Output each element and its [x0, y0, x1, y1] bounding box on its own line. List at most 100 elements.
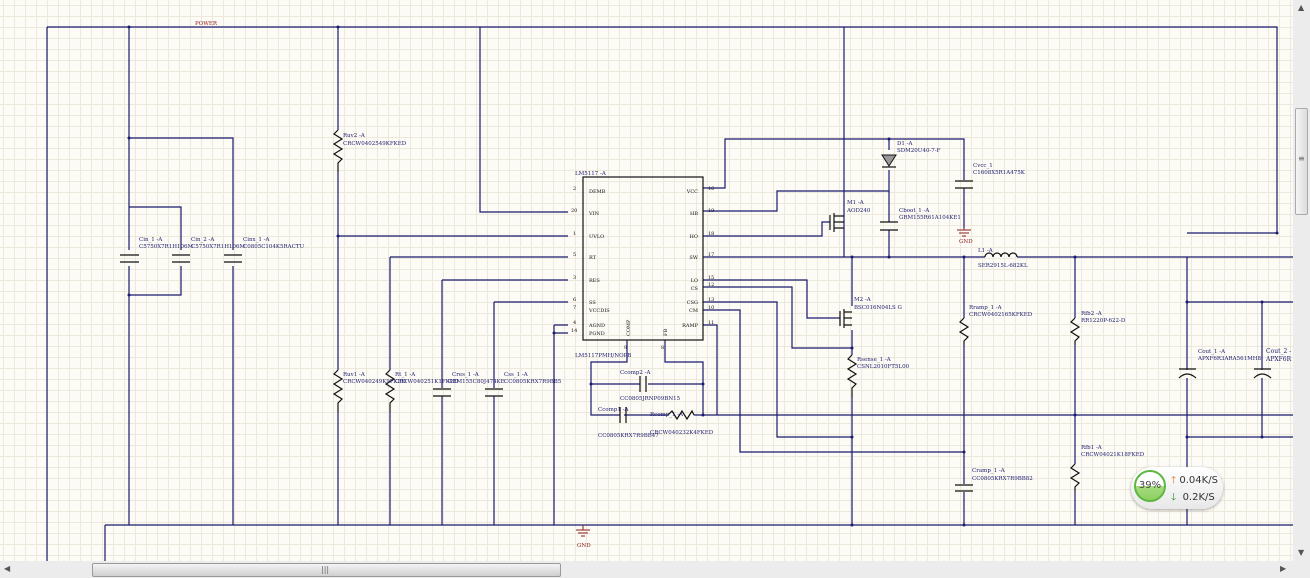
schematic-label: Ruv2 -A [343, 133, 366, 139]
wires [46, 26, 1293, 561]
schematic-label: CS [691, 286, 699, 292]
mosfet-symbols [829, 213, 852, 328]
schematic-label: 13 [708, 297, 714, 303]
schematic-label: 9 [624, 345, 627, 351]
schematic-label: Cres_1 -A [452, 372, 480, 378]
schematic-label: 12 [708, 282, 714, 288]
schematic-label: CC0805KRX7R9BB82 [972, 476, 1033, 482]
horizontal-scrollbar[interactable]: ◀ ||| ▶ [0, 561, 1310, 578]
schematic-label: Cout_1 -A [1198, 349, 1226, 355]
schematic-label: Ccomp2 -A [620, 370, 651, 376]
schematic-label: M2 -A [854, 297, 872, 303]
schematic-label: AOD240 [846, 208, 871, 214]
capacitor-symbols [120, 180, 1272, 492]
schematic-label: APXF6R3ARA561MH8 [1197, 356, 1262, 362]
schematic-label: CM [689, 308, 698, 314]
scroll-right-icon[interactable]: ▶ [1280, 564, 1287, 573]
schematic-label: LO [691, 278, 698, 284]
schematic-label: 10 [708, 305, 714, 311]
schematic-label: RT [589, 255, 597, 261]
schematic-label: GRM155C80J474KE [448, 379, 505, 385]
schematic-label: FB [663, 329, 669, 336]
ground-symbols [576, 228, 971, 537]
down-arrow-icon: 🡓 [1171, 492, 1177, 503]
schematic-label: VCC [686, 189, 698, 195]
schematic-label: Rramp_1 -A [969, 305, 1003, 311]
vertical-scroll-thumb[interactable]: ≡ [1295, 108, 1308, 215]
schematic-label: RAMP [682, 323, 698, 329]
schematic-label: Css_1 -A [504, 372, 529, 378]
schematic-label: C1608X5R1A475K [973, 170, 1026, 176]
grip-icon: ||| [321, 565, 330, 574]
schematic-label: Rfb1 -A [1081, 445, 1103, 451]
schematic-label: 2 [573, 186, 576, 192]
schematic-label: CRCW040251K1FKED [395, 379, 459, 385]
schematic-label: CSG [687, 300, 698, 306]
schematic-label: CRCW040232K4FKED [650, 430, 714, 436]
schematic-label: SS [589, 300, 596, 306]
schematic-label: Ccomp1 -A [598, 407, 629, 413]
schematic-label: CRCW04021K18FKED [1081, 452, 1145, 458]
schematic-label: Cboot_1 -A [899, 208, 930, 214]
schematic-label: RR1220P-622-D [1081, 318, 1126, 324]
schematic-label: 4 [573, 320, 576, 326]
schematic-label: COMP [626, 319, 632, 336]
schematic-label: VIN [588, 211, 600, 217]
schematic-label: 1 [573, 231, 576, 237]
schematic-label: Rfb2 -A [1081, 311, 1103, 317]
schematic-label: 8 [661, 345, 664, 351]
scroll-left-icon[interactable]: ◀ [4, 564, 11, 573]
schematic-label: Ruv1 -A [343, 372, 366, 378]
schematic-label: HB [690, 211, 698, 217]
resistor-symbols [332, 129, 1081, 491]
scroll-down-icon[interactable]: ▼ [1298, 548, 1305, 557]
schematic-label: AGND [588, 323, 605, 329]
schematic-label: SDM20U40-7-F [897, 148, 941, 154]
schematic-label: Rt_1 -A [395, 372, 416, 378]
schematic-label: C0805C104K5RACTU [243, 244, 305, 250]
schematic-label: SER2915L-682KL [978, 263, 1028, 269]
schematic-label: 14 [571, 328, 577, 334]
upload-rate: 🡑 0.04K/S [1171, 473, 1218, 490]
vertical-scrollbar[interactable]: ▲ ≡ ▼ [1293, 0, 1310, 561]
schematic-label: Cramp_1 -A [972, 468, 1006, 474]
ic-bottom-pins: 9 COMP 8 FB [624, 319, 669, 351]
network-monitor-widget[interactable]: 39% 🡑 0.04K/S 🡓 0.2K/S [1131, 467, 1223, 509]
schematic-label: CSNL2010FT5L00 [857, 364, 910, 370]
schematic-label: APXF6R [1265, 356, 1292, 363]
schematic-label: 7 [573, 305, 576, 311]
net-label-power: POWER [195, 21, 218, 27]
schematic-label: VCCDIS [588, 308, 610, 314]
schematic-label: 20 [571, 208, 577, 214]
ic-body[interactable] [582, 176, 704, 341]
schematic-label: SW [689, 255, 698, 261]
scroll-up-icon[interactable]: ▲ [1298, 3, 1305, 12]
ic-part: LM5117PMH/NOPB [575, 353, 631, 359]
net-label-gnd: GND [577, 543, 591, 549]
schematic-label: Cout_2 - [1266, 348, 1291, 355]
schematic-label: CC0805JRNP09BN15 [620, 396, 681, 402]
schematic-label: Cin_2 -A [191, 237, 215, 243]
diode-symbol [881, 154, 897, 168]
horizontal-scroll-thumb[interactable]: ||| [92, 563, 561, 577]
schematic-label: PGND [589, 331, 605, 337]
network-usage-gauge: 39% [1134, 470, 1166, 502]
junction-dots [127, 25, 1279, 527]
schematic-label: HO [690, 234, 698, 240]
ic-ref: LM5117 -A [575, 171, 607, 177]
schematic-label: 19 [708, 208, 714, 214]
schematic-label: CC0805KRX7R9BB5 [504, 379, 562, 385]
schematic-label: CRCW040249K9FKED [343, 379, 407, 385]
schematic-label: Cinx_1 -A [243, 237, 270, 243]
schematic-label: C5750X7R1H106M [191, 244, 246, 250]
schematic-label: Cin_1 -A [139, 237, 163, 243]
download-rate: 🡓 0.2K/S [1171, 490, 1215, 507]
schematic-label: M1 -A [847, 200, 865, 206]
schematic-label: DEMB [589, 189, 606, 195]
schematic-label: CRCW0402165KFKED [969, 312, 1033, 318]
schematic-label: Rsense_1 -A [857, 357, 892, 363]
